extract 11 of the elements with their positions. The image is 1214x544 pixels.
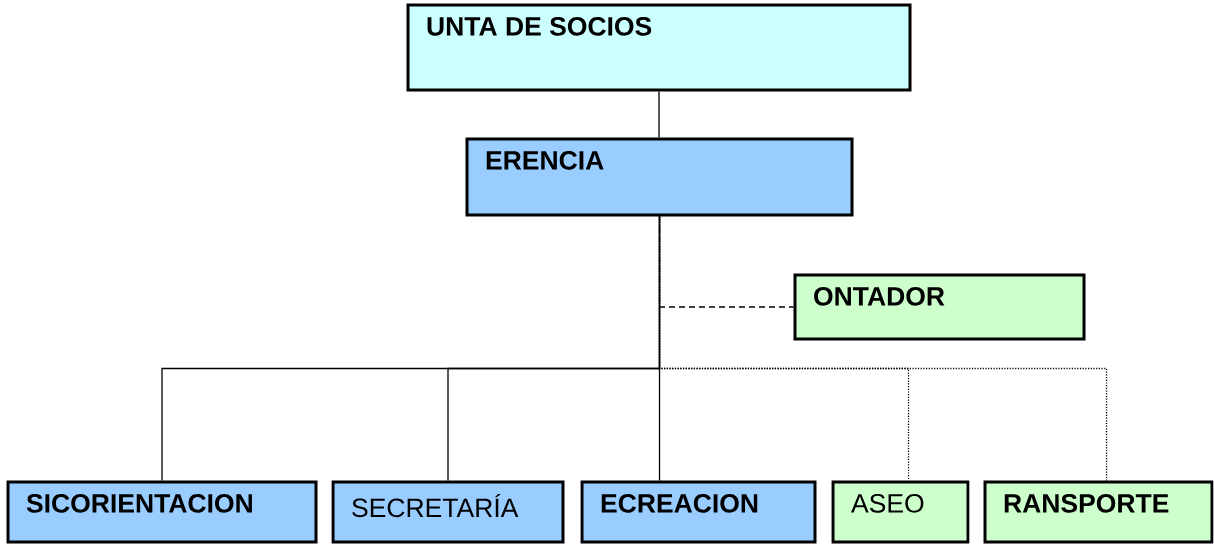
department-box: ECREACION (580, 480, 817, 544)
management-box: ERENCIA (465, 137, 854, 217)
department-box: RANSPORTE (983, 480, 1214, 544)
department-box: SECRETARÍA (331, 480, 565, 544)
board-box: UNTA DE SOCIOS (406, 3, 912, 92)
advisor-box: ONTADOR (793, 273, 1086, 341)
connector-line (658, 215, 661, 482)
connector-line (658, 90, 660, 139)
department-box: ASEO (831, 480, 970, 544)
department-box: SICORIENTACION (6, 480, 318, 544)
connector-line (658, 215, 1108, 482)
